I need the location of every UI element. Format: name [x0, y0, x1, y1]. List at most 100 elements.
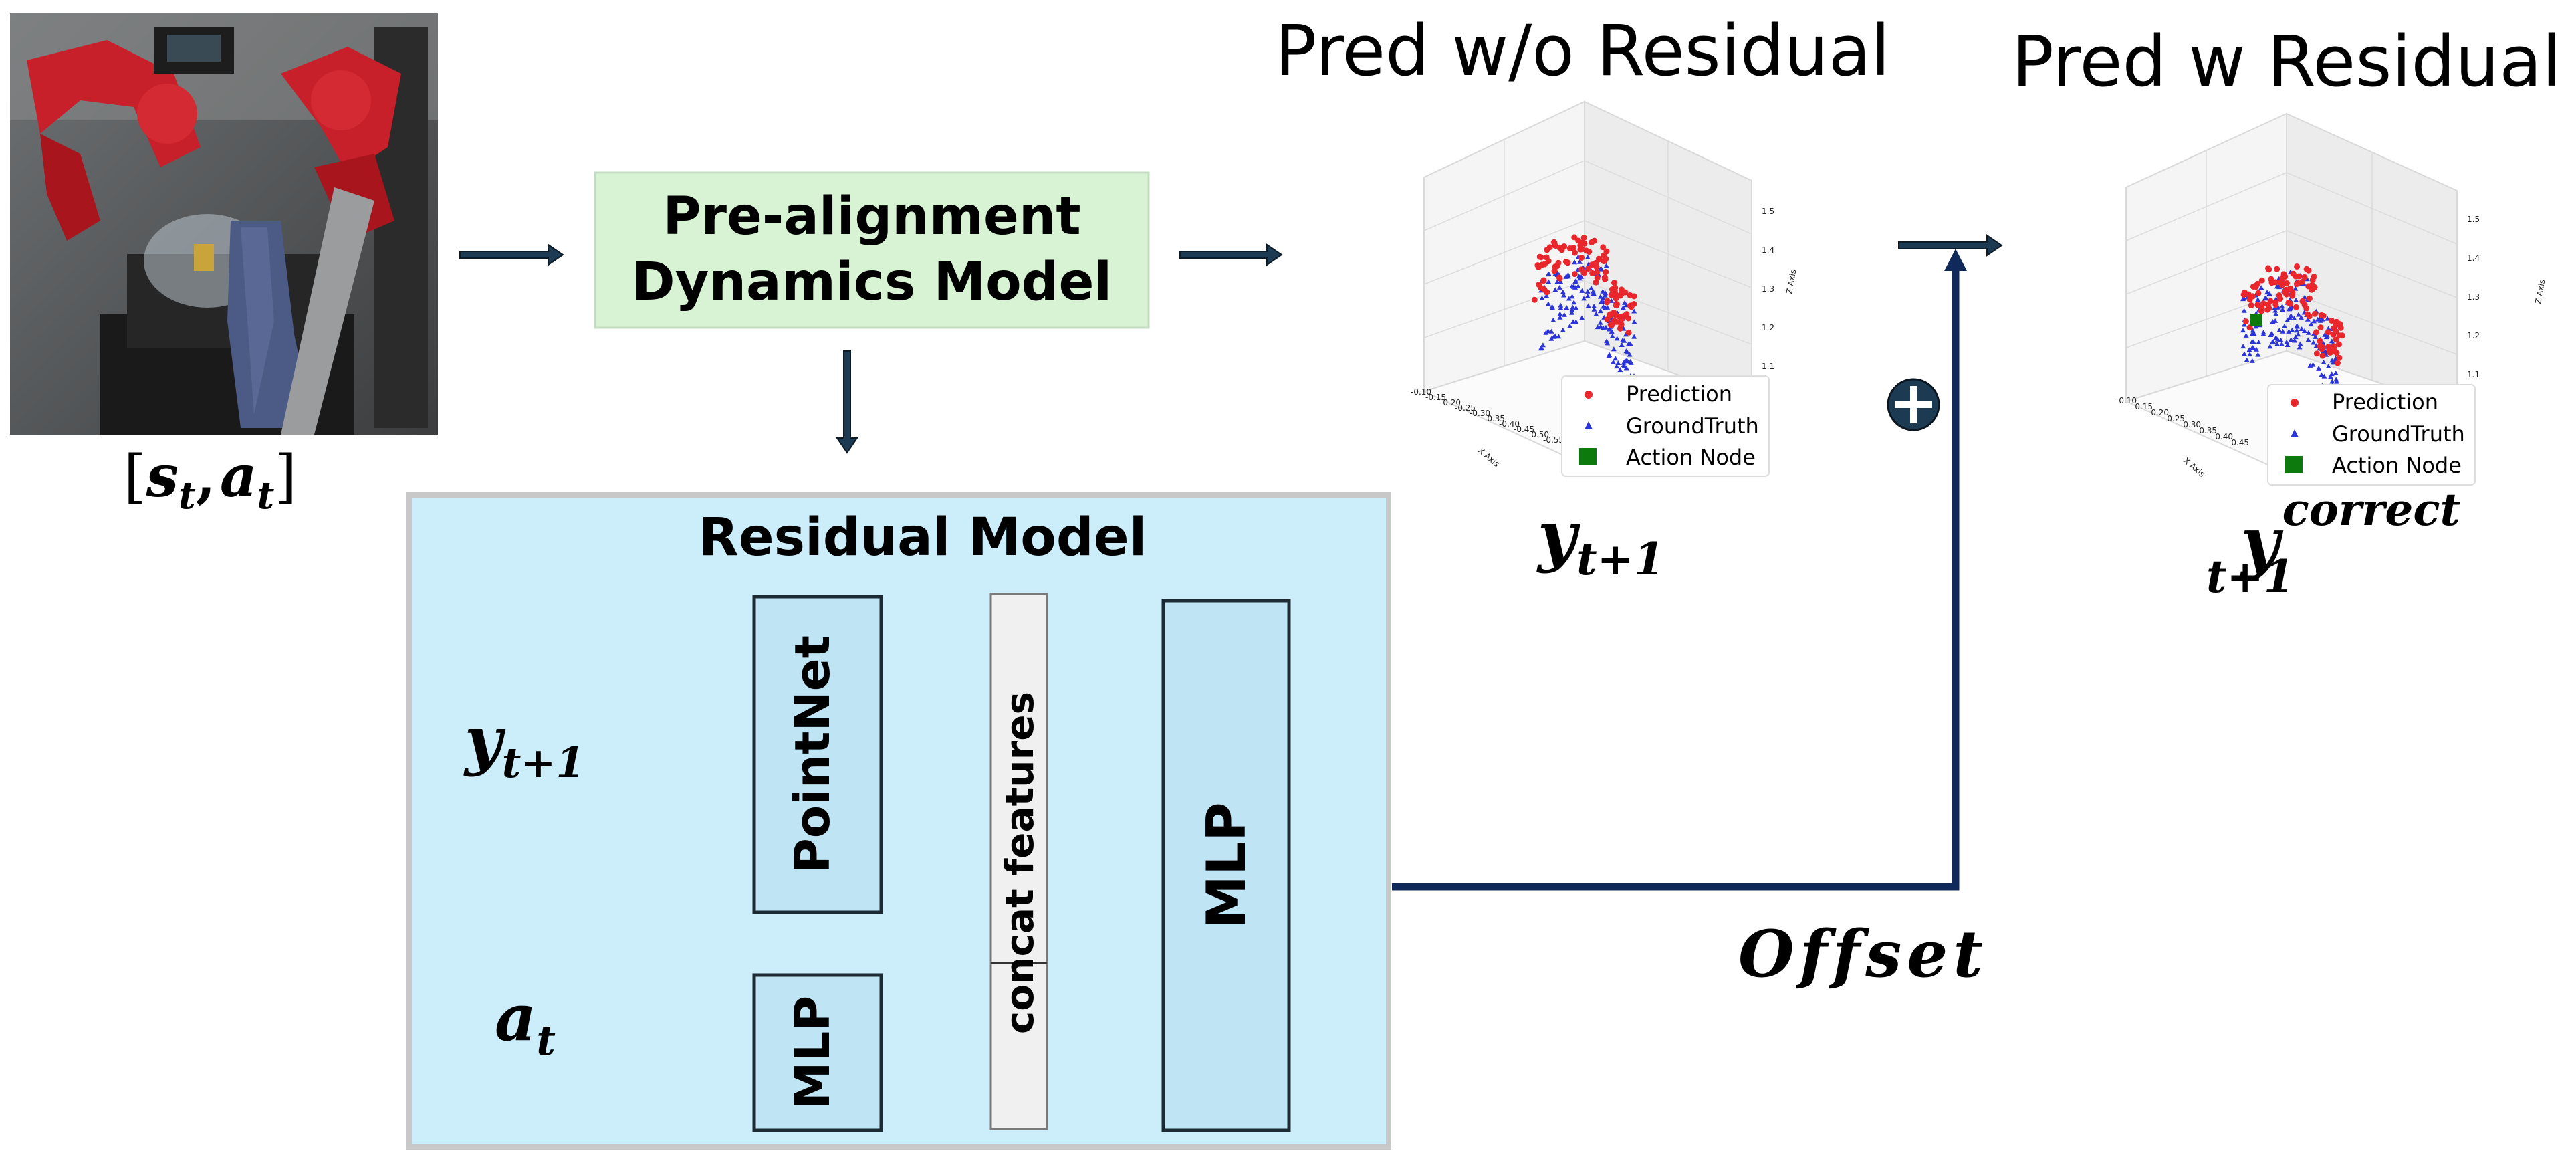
- plot2-groundtruth-point-124: [2327, 374, 2333, 379]
- plot2-groundtruth-point-168: [2247, 352, 2253, 357]
- plot2-prediction-point-278: [2333, 318, 2340, 325]
- plot1-x-tick-4: -0.30: [1470, 409, 1490, 418]
- plot2-prediction-point-269: [2319, 344, 2325, 350]
- plot2-prediction-point-262: [2327, 349, 2334, 356]
- plot1-prediction-point-225: [1556, 275, 1563, 282]
- plot1-groundtruth-point-30: [1569, 294, 1575, 299]
- plot2-prediction-point-275: [2260, 300, 2266, 307]
- plot2-groundtruth-point-167: [2262, 296, 2268, 301]
- plot2-groundtruth-point-165: [2319, 316, 2325, 322]
- plot2-prediction-point-249: [2258, 277, 2265, 284]
- plot1-z-tick-2: 1.3: [1762, 284, 1774, 294]
- plot2-z-tick-4: 1.1: [2467, 370, 2480, 379]
- plot1-groundtruth-point-40: [1613, 356, 1619, 361]
- plot2-groundtruth-point-107: [2293, 334, 2299, 340]
- plot1-prediction-point-275: [1617, 325, 1623, 332]
- plot2-groundtruth-point-0: [2240, 328, 2246, 333]
- plot1-groundtruth-point-8: [1603, 263, 1609, 268]
- plot1-x-tick-6: -0.40: [1499, 419, 1520, 429]
- plot2-groundtruth-point-166: [2270, 339, 2276, 344]
- plot2-groundtruth-point-158: [2294, 328, 2300, 333]
- plot2-groundtruth-point-113: [2272, 308, 2278, 313]
- plot1-prediction-point-260: [1540, 278, 1547, 284]
- plot1-groundtruth-point-140: [1572, 259, 1578, 265]
- mlp-big-block: [1161, 599, 1291, 1132]
- plot2-groundtruth-point-148: [2278, 341, 2285, 346]
- plot1-prediction-point-243: [1585, 266, 1592, 272]
- plot2-groundtruth-point-157: [2299, 326, 2305, 331]
- plot1-groundtruth-point-86: [1599, 266, 1605, 272]
- plot2-groundtruth-point-22: [2256, 339, 2262, 344]
- plot2-prediction-point-247: [2272, 279, 2279, 286]
- plot1-groundtruth-point-110: [1557, 311, 1563, 316]
- offset-arrowhead: [1944, 249, 1967, 271]
- plot1-groundtruth-point-77: [1560, 289, 1566, 294]
- plot2-groundtruth-point-145: [2250, 339, 2256, 344]
- plot2-groundtruth-point-152: [2298, 314, 2304, 320]
- plot1-groundtruth-point-49: [1621, 363, 1627, 368]
- plot1-groundtruth-point-128: [1611, 346, 1617, 352]
- plot2-prediction-point-248: [2293, 281, 2300, 288]
- pointnet-block: [752, 595, 883, 914]
- plot1-groundtruth-point-151: [1603, 290, 1609, 296]
- plot2-groundtruth-point-121: [2253, 346, 2259, 352]
- plot1-prediction-point-229: [1607, 322, 1614, 328]
- plot2-groundtruth-point-13: [2241, 308, 2247, 313]
- plot2-prediction-point-219: [2255, 290, 2262, 296]
- plot2-groundtruth-point-10: [2295, 312, 2301, 317]
- plot2-groundtruth-point-86: [2241, 351, 2247, 356]
- plot2-action-node-point: [2250, 314, 2262, 326]
- plot1-groundtruth-point-84: [1597, 320, 1603, 325]
- concat-features-block: [989, 593, 1048, 1130]
- plot2-groundtruth-point-155: [2276, 328, 2282, 333]
- plot2-prediction-point-261: [2289, 292, 2296, 299]
- plot2-groundtruth-point-21: [2329, 338, 2335, 344]
- plot1-groundtruth-point-127: [1560, 327, 1566, 332]
- plot1-prediction-point-252: [1589, 239, 1595, 245]
- plot2-zlabel: Z Axis: [2533, 279, 2547, 305]
- plot1-prediction-point-238: [1589, 270, 1596, 276]
- plot2-groundtruth-point-146: [2321, 373, 2327, 379]
- plot2-x-tick-7: -0.45: [2228, 438, 2249, 447]
- plot1-z-tick-0: 1.5: [1762, 207, 1774, 216]
- plot1-prediction-point-259: [1578, 246, 1585, 253]
- plot1-groundtruth-point-147: [1597, 308, 1603, 314]
- offset-label: Offset: [1738, 916, 1988, 992]
- plot1-prediction-point-208: [1580, 235, 1587, 241]
- plot1-prediction-point-265: [1575, 237, 1582, 244]
- plot2-groundtruth-point-81: [2266, 291, 2272, 296]
- plot1-prediction-point-231: [1603, 255, 1609, 262]
- plot1-groundtruth-point-162: [1627, 352, 1633, 357]
- plot1-legend-prediction: Prediction: [1626, 381, 1732, 407]
- plot1-groundtruth-point-135: [1601, 304, 1607, 309]
- plot2-groundtruth-point-65: [2311, 318, 2317, 324]
- plot2-prediction-point-256: [2272, 299, 2279, 306]
- plot-without-residual: Pred w/o Residual 1.51.41.31.21.1 Z Axis…: [1275, 10, 1890, 477]
- plot2-legend: Prediction GroundTruth Action Node: [2267, 384, 2476, 486]
- plot1-prediction-point-235: [1611, 318, 1617, 324]
- plot2-groundtruth-point-130: [2315, 316, 2321, 322]
- plot1-z-tick-3: 1.2: [1762, 323, 1774, 332]
- plot2-groundtruth-point-93: [2285, 342, 2291, 348]
- residual-model-title: Residual Model: [699, 508, 1147, 568]
- plot2-legend-action-marker: [2285, 456, 2303, 473]
- plot2-x-ticks: -0.10-0.15-0.20-0.25-0.30-0.35-0.40-0.45: [2116, 396, 2249, 447]
- mlp-small-block: [752, 973, 883, 1132]
- plot2-groundtruth-point-134: [2323, 334, 2329, 340]
- plot1-groundtruth-point-116: [1614, 364, 1620, 369]
- plot1-legend-action-node: Action Node: [1626, 445, 1756, 470]
- plot1-legend-action-marker: [1579, 448, 1597, 465]
- residual-input-y: yt+1: [463, 702, 585, 787]
- plot1-prediction-point-269: [1600, 244, 1607, 251]
- plot1-groundtruth-point-154: [1622, 358, 1628, 363]
- plot2-groundtruth-point-46: [2321, 359, 2327, 364]
- mlp-small-label: MLP: [784, 996, 840, 1110]
- plot1-z-tick-1: 1.4: [1762, 245, 1774, 255]
- plot1-groundtruth-point-121: [1564, 304, 1570, 310]
- plot2-prediction-point-238: [2331, 343, 2337, 350]
- plot2-groundtruth-point-142: [2304, 276, 2310, 282]
- plot1-groundtruth-point-169: [1593, 311, 1599, 316]
- plot1-x-tick-7: -0.45: [1514, 425, 1534, 434]
- plot1-prediction-point-253: [1552, 242, 1558, 249]
